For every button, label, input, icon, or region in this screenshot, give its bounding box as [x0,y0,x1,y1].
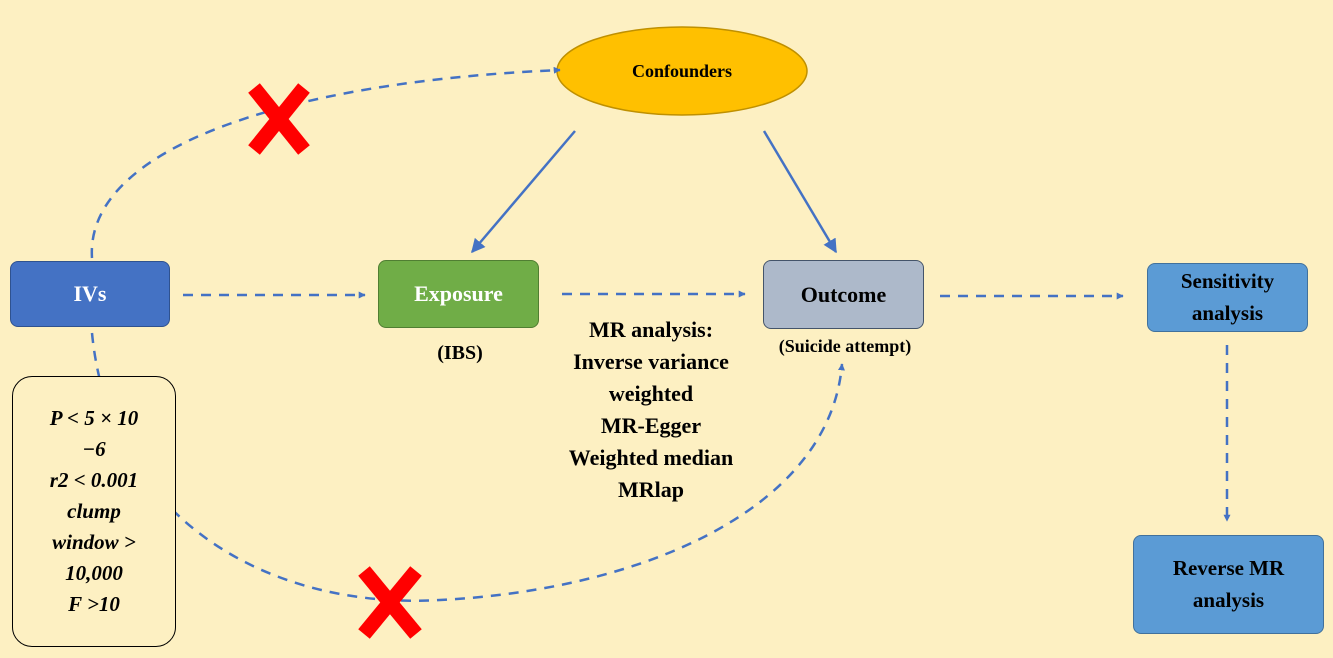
mr-methods-item: Weighted median [568,445,734,470]
mr-methods-item: Inverse variance [573,349,729,374]
reverse-mr-line-2: analysis [1192,587,1265,612]
mr-methods-item: MRlap [618,477,684,502]
mr-methods-item: MR analysis: [588,317,714,342]
iv-criteria-item: clump [67,499,121,523]
ivs-to-confounders-path [90,66,561,259]
mr-methods-list: MR analysis: Inverse variance weighted M… [540,314,762,506]
cross-icon [358,566,422,639]
iv-criteria-item: 10,000 [65,561,123,585]
iv-criteria-item: P < 5 × 10 [49,406,139,430]
exposure-note: (IBS) [437,342,483,364]
iv-criteria-item: window > [52,530,136,554]
cross-icon [248,83,310,155]
iv-criteria-item: F >10 [68,592,120,616]
outcome-note: (Suicide attempt) [778,336,912,356]
reverse-mr-node: Reverse MR analysis [1133,535,1324,634]
outcome-node: Outcome [763,260,924,329]
iv-criteria-box: P < 5 × 10 −6 r2 < 0.001 clump window > … [12,376,176,647]
ivs-node: IVs [10,261,170,327]
sensitivity-line-2: analysis [1191,300,1264,325]
ivs-to-outcome-path [90,332,845,602]
confounders-to-outcome-arrow [762,130,838,254]
exposure-node: Exposure [378,260,539,328]
mr-methods-item: weighted [608,381,694,406]
iv-criteria-item: r2 < 0.001 [49,468,139,492]
sensitivity-analysis-node: Sensitivity analysis [1147,263,1308,332]
confounders-label: Confounders [631,60,733,81]
iv-criteria-item: −6 [82,437,106,461]
mr-methods-item: MR-Egger [600,413,702,438]
sensitivity-line-1: Sensitivity [1180,269,1275,293]
confounders-to-exposure-arrow [471,130,576,254]
reverse-mr-line-1: Reverse MR [1172,556,1285,580]
